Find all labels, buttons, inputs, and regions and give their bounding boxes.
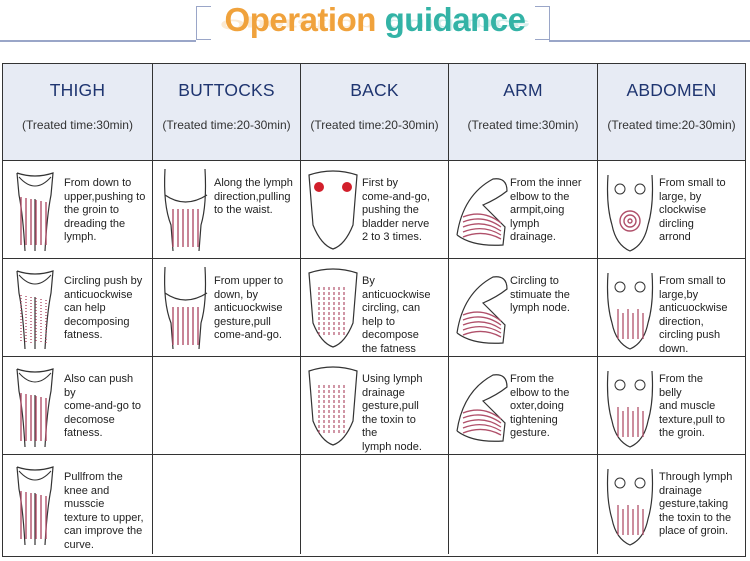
cell-arm-3: From the elbow to the oxter,doing tighte… <box>449 357 598 455</box>
instruction-text: From the elbow to the oxter,doing tighte… <box>510 373 570 439</box>
abdomen-outline-1-illustration <box>602 165 658 253</box>
back-outline-1-illustration <box>305 165 361 253</box>
title-reflection: Operation guidance <box>220 16 530 33</box>
header-abdomen: ABDOMEN (Treated time:20-30min) <box>598 64 745 161</box>
thigh-outline-3-illustration <box>7 361 63 449</box>
column-title: BACK <box>350 80 399 100</box>
instruction-text: Circling push by anticuockwise can help … <box>64 275 143 341</box>
cell-thigh-2: Circling push by anticuockwise can help … <box>3 259 153 357</box>
title-rule-right <box>549 40 750 42</box>
cell-back-3: Using lymph drainage gesture,pull the to… <box>301 357 449 455</box>
treatment-time: (Treated time:30min) <box>22 118 133 132</box>
header-buttocks: BUTTOCKS (Treated time:20-30min) <box>153 64 301 161</box>
cell-abdomen-1: From small to large, by clockwise dircli… <box>598 161 745 259</box>
header-arm: ARM (Treated time:30min) <box>449 64 598 161</box>
cell-arm-2: Circling to stimuate the lymph node. <box>449 259 598 357</box>
arm-outline-2-illustration <box>453 263 509 351</box>
instruction-text: From small to large, by clockwise dircli… <box>659 177 726 243</box>
treatment-time: (Treated time:20-30min) <box>162 118 291 132</box>
cell-arm-4 <box>449 455 598 554</box>
instruction-text: From upper to down, by anticuockwise ges… <box>214 275 284 341</box>
instruction-text: From the inner elbow to the armpit,oing … <box>510 177 582 243</box>
cell-buttocks-2: From upper to down, by anticuockwise ges… <box>153 259 301 357</box>
title-rule-left <box>0 40 196 42</box>
page-title: Operation guidance <box>224 1 526 38</box>
instruction-text: Circling to stimuate the lymph node. <box>510 275 570 314</box>
cell-abdomen-4: Through lymph drainage gesture,taking th… <box>598 455 745 554</box>
column-title: ARM <box>503 80 543 100</box>
instruction-text: Also can push by come-and-go to decomose… <box>64 373 142 439</box>
instruction-text: From the belly and muscle texture,pull t… <box>659 373 726 439</box>
cell-back-2: By anticuockwise circling, can help to d… <box>301 259 449 357</box>
thigh-outline-1-illustration <box>7 165 63 253</box>
title-banner: Operation guidance Operation guidance <box>0 0 750 62</box>
cell-buttocks-3 <box>153 357 301 455</box>
instruction-text: Pullfrom the knee and musscie texture to… <box>64 471 144 551</box>
cell-buttocks-4 <box>153 455 301 554</box>
title-bracket-right <box>535 6 550 40</box>
cell-back-1: First by come-and-go, pushing the bladde… <box>301 161 449 259</box>
back-outline-3-illustration <box>305 361 361 449</box>
title-bracket-left <box>196 6 211 40</box>
guidance-table: THIGH (Treated time:30min) BUTTOCKS (Treate… <box>2 63 746 557</box>
arm-outline-3-illustration <box>453 361 509 449</box>
column-title: THIGH <box>49 80 106 100</box>
cell-abdomen-2: From small to large,by anticuockwise dir… <box>598 259 745 357</box>
instruction-text: Through lymph drainage gesture,taking th… <box>659 471 733 537</box>
treatment-time: (Treated time:20-30min) <box>310 118 439 132</box>
thigh-outline-2-illustration <box>7 263 63 351</box>
column-title: BUTTOCKS <box>178 80 275 100</box>
abdomen-outline-2-illustration <box>602 263 658 351</box>
thigh-outline-4-illustration <box>7 459 63 547</box>
cell-thigh-4: Pullfrom the knee and musscie texture to… <box>3 455 153 554</box>
treatment-time: (Treated time:30min) <box>467 118 579 132</box>
instruction-text: Using lymph drainage gesture,pull the to… <box>362 373 423 453</box>
instruction-text: From small to large,by anticuockwise dir… <box>659 275 728 355</box>
buttocks-outline-1-illustration <box>157 165 213 253</box>
instruction-text: First by come-and-go, pushing the bladde… <box>362 177 430 243</box>
cell-thigh-3: Also can push by come-and-go to decomose… <box>3 357 153 455</box>
cell-abdomen-3: From the belly and muscle texture,pull t… <box>598 357 745 455</box>
instruction-text: Along the lymph direction,pulling to the… <box>214 177 293 216</box>
header-back: BACK (Treated time:20-30min) <box>301 64 449 161</box>
cell-back-4 <box>301 455 449 554</box>
treatment-time: (Treated time:20-30min) <box>607 118 736 132</box>
cell-buttocks-1: Along the lymph direction,pulling to the… <box>153 161 301 259</box>
cell-thigh-1: From down to upper,pushing to the groin … <box>3 161 153 259</box>
instruction-text: By anticuockwise circling, can help to d… <box>362 275 431 355</box>
abdomen-outline-3-illustration <box>602 361 658 449</box>
arm-outline-1-illustration <box>453 165 509 253</box>
abdomen-outline-4-illustration <box>602 459 658 547</box>
header-thigh: THIGH (Treated time:30min) <box>3 64 153 161</box>
back-outline-2-illustration <box>305 263 361 351</box>
buttocks-outline-2-illustration <box>157 263 213 351</box>
cell-arm-1: From the inner elbow to the armpit,oing … <box>449 161 598 259</box>
instruction-text: From down to upper,pushing to the groin … <box>64 177 146 243</box>
column-title: ABDOMEN <box>626 80 717 100</box>
